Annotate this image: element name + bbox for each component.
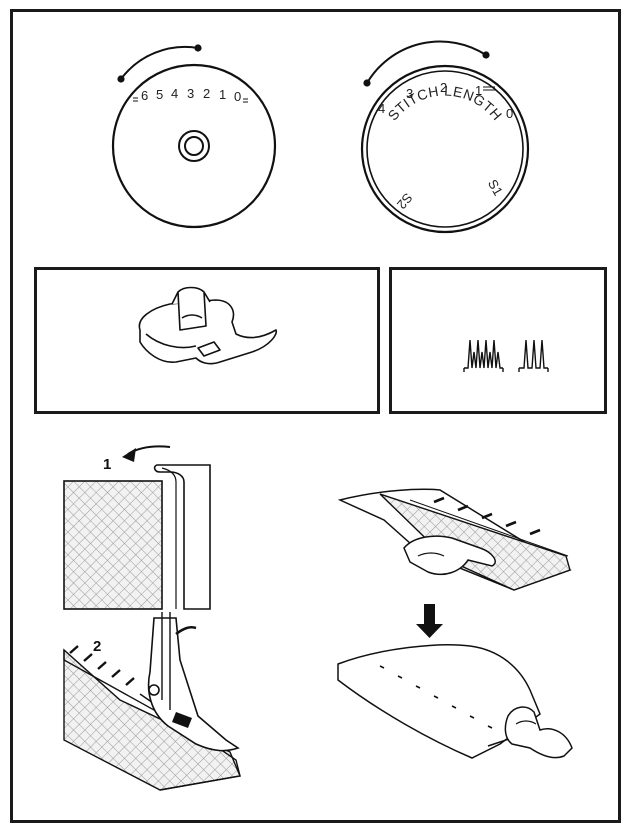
pressed-hem-illustration <box>337 488 572 591</box>
step-2-sew-hem: 2 <box>63 612 241 791</box>
hand-holding-fabric <box>504 706 573 759</box>
fabric-swatch <box>63 480 163 610</box>
width-number: 3 <box>187 86 194 101</box>
thread <box>175 625 197 636</box>
foot-screw <box>148 684 160 696</box>
stitch-length-dial: 4 3 2 1 0 STITCH LENGTH S1 S2 <box>360 40 530 234</box>
stitch-pattern-samples <box>463 339 549 372</box>
down-arrow-icon <box>416 604 443 638</box>
s1-label: S1 <box>485 177 506 198</box>
finished-hem-illustration <box>337 644 573 759</box>
width-number: 4 <box>171 86 178 101</box>
length-number: 0 <box>506 106 513 121</box>
multi-zigzag-pattern <box>464 339 503 369</box>
stitch-pattern-panel <box>389 267 607 414</box>
width-number: 1 <box>219 87 226 102</box>
stitch-width-dial: 6 5 4 3 2 1 0 <box>111 44 277 229</box>
folded-edge <box>153 464 211 610</box>
blind-hem-pattern <box>519 339 548 369</box>
length-dial-arc <box>366 40 487 84</box>
invisible-stitches <box>379 665 493 729</box>
step-1-number: 1 <box>103 456 111 473</box>
length-dial-inner <box>366 70 524 228</box>
length-number: 3 <box>406 86 413 101</box>
width-number: 2 <box>203 86 210 101</box>
width-dial-arc <box>120 45 199 80</box>
hem-stitches <box>433 496 541 536</box>
step-2-number: 2 <box>93 638 101 655</box>
step-1-fold-fabric: 1 <box>63 445 211 610</box>
length-number: 1 <box>475 83 482 98</box>
width-dial-body <box>111 63 277 229</box>
zigzag-presser-foot <box>138 286 278 365</box>
length-dial-outer <box>360 64 530 234</box>
width-number: 6 <box>141 88 148 103</box>
finished-fabric <box>337 644 541 759</box>
width-dial-numbers: 6 5 4 3 2 1 0 <box>141 86 241 104</box>
width-number: 5 <box>156 87 163 102</box>
width-number: 0 <box>234 89 241 104</box>
width-dial-hub <box>178 130 210 162</box>
needle-bar <box>161 612 171 710</box>
hand-pressing-fabric <box>403 535 496 576</box>
presser-foot-panel <box>34 267 380 414</box>
length-number: 2 <box>440 80 447 95</box>
length-number: 4 <box>378 101 385 116</box>
manual-page-frame <box>10 9 621 823</box>
